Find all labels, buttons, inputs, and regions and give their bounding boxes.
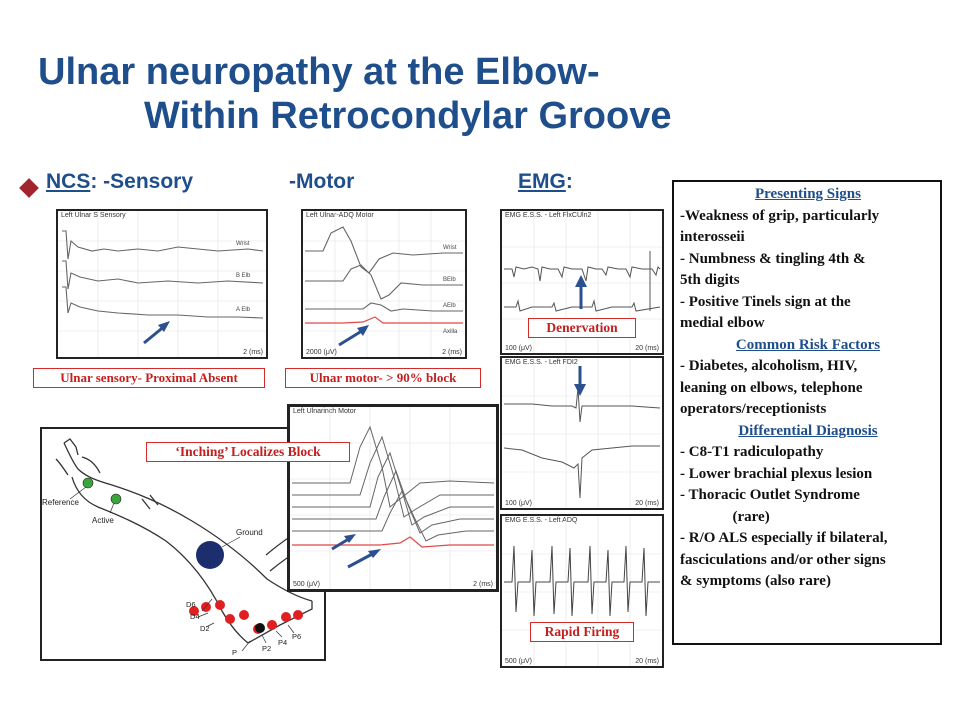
reference-electrode-icon	[82, 477, 94, 489]
list-item: - Thoracic Outlet Syndrome	[680, 487, 860, 503]
inching-callout: ‘Inching’ Localizes Block	[146, 442, 350, 462]
emg1-scale-left: 100 (μV)	[505, 345, 532, 352]
list-item: - C8-T1 radiculopathy	[680, 444, 824, 460]
ncs-header: NCS: -Sensory	[46, 170, 193, 194]
arrow-down-icon	[574, 366, 586, 396]
list-item: leaning on elbows, telephone	[680, 379, 863, 396]
denervation-callout: Denervation	[528, 318, 636, 338]
motor-ncs-panel: Left Ulnar-ADQ Motor Wrist BElb AElb Axi…	[301, 209, 467, 359]
emg1-label: EMG E.S.S. - Left FlxCUln2	[505, 212, 592, 219]
list-item: interosseii	[680, 229, 745, 245]
p2-label: P2	[262, 644, 271, 653]
inching-waveforms	[290, 407, 496, 589]
emg-colon: :	[565, 170, 573, 193]
list-item: (rare)	[680, 508, 770, 525]
reference-label: Reference	[42, 498, 79, 507]
inching-scale-left: 500 (μV)	[293, 581, 320, 588]
emg3-scale-left: 500 (μV)	[505, 658, 532, 665]
d6-label: D6	[186, 600, 196, 609]
sensory-label: : -Sensory	[90, 170, 194, 193]
motor-scale-left: 2000 (μV)	[306, 349, 337, 356]
emg2-scale-right: 20 (ms)	[635, 500, 659, 507]
list-item: - Numbness & tingling 4th &	[680, 250, 866, 267]
inching-panel-label: Left Ulnarinch Motor	[293, 408, 357, 415]
motor-callout: Ulnar motor- > 90% block	[285, 368, 481, 388]
sensory-panel-label: Left Ulnar S Sensory	[61, 212, 126, 219]
trace-label-belb: BElb	[443, 277, 456, 283]
emg-panel-adq: EMG E.S.S. - Left ADQ 500 (μV) 20 (ms)	[500, 514, 664, 668]
list-item: - R/O ALS especially if bilateral,	[680, 530, 888, 546]
ground-label: Ground	[236, 528, 263, 537]
arrow-icon	[338, 325, 369, 347]
rapid-firing-callout: Rapid Firing	[530, 622, 634, 642]
trace-label-aelb: A Elb	[236, 307, 251, 313]
p4-label: P4	[278, 638, 287, 647]
ground-electrode-icon	[196, 541, 224, 569]
presenting-signs-heading: Presenting Signs	[755, 186, 861, 202]
arm-diagram-panel: Reference Active Ground D6 D4 D2 P P2 P4…	[40, 427, 326, 661]
arrow-up-icon	[575, 275, 587, 309]
sensory-scale: 2 (ms)	[243, 349, 263, 356]
p6-label: P6	[292, 632, 301, 641]
inching-panel: Left Ulnarinch Motor 500 (μV) 2 (ms)	[287, 404, 499, 592]
emg3-label: EMG E.S.S. - Left ADQ	[505, 517, 578, 524]
trace-label-wrist: Wrist	[236, 241, 250, 247]
trace-label-axilla: Axilla	[443, 329, 458, 335]
differential-diagnosis-heading: Differential Diagnosis	[738, 422, 878, 439]
sensory-callout: Ulnar sensory- Proximal Absent	[33, 368, 265, 388]
list-item: & symptoms (also rare)	[680, 573, 831, 589]
list-item: operators/receptionists	[680, 401, 827, 417]
trace-label-aelb: AElb	[443, 303, 456, 309]
trace-label-belb: B Elb	[236, 273, 251, 279]
title-line-1: Ulnar neuropathy at the Elbow-	[38, 51, 600, 93]
emg-label: EMG	[518, 170, 566, 193]
list-item: medial elbow	[680, 315, 765, 331]
motor-waveforms: Wrist BElb AElb Axilla	[303, 211, 465, 357]
slide-title: Ulnar neuropathy at the Elbow- Within Re…	[38, 50, 838, 138]
emg2-scale-left: 100 (μV)	[505, 500, 532, 507]
emg-header: EMG:	[518, 170, 573, 194]
motor-panel-label: Left Ulnar-ADQ Motor	[306, 212, 374, 219]
clinical-summary-box: Presenting Signs -Weakness of grip, part…	[672, 180, 942, 645]
list-item: - Positive Tinels sign at the	[680, 293, 851, 310]
ncs-label: NCS	[46, 170, 91, 193]
emg-panel-fdi: EMG E.S.S. - Left FDI2 100 (μV) 20 (ms)	[500, 356, 664, 510]
motor-scale-right: 2 (ms)	[442, 349, 462, 356]
list-item: -Weakness of grip, particularly	[680, 207, 880, 224]
title-line-2: Within Retrocondylar Groove	[144, 95, 672, 137]
motor-header: -Motor	[289, 170, 355, 193]
d4-label: D4	[190, 612, 200, 621]
active-label: Active	[92, 516, 114, 525]
emg2-label: EMG E.S.S. - Left FDI2	[505, 359, 578, 366]
list-item: 5th digits	[680, 272, 740, 288]
emg3-trace	[502, 516, 662, 666]
sensory-ncs-panel: Left Ulnar S Sensory Wrist B Elb A Elb 2…	[56, 209, 268, 359]
risk-factors-heading: Common Risk Factors	[735, 336, 881, 353]
arrow-icon	[331, 534, 381, 569]
arrow-icon	[143, 321, 170, 345]
d2-label: D2	[200, 624, 210, 633]
inching-scale-right: 2 (ms)	[473, 581, 493, 588]
emg2-trace	[502, 358, 662, 508]
trace-label-wrist: Wrist	[443, 245, 457, 251]
p-label: P	[232, 648, 237, 657]
arm-diagram: Reference Active Ground D6 D4 D2 P P2 P4…	[42, 438, 313, 657]
active-electrode-icon	[110, 493, 122, 505]
sensory-waveforms: Wrist B Elb A Elb	[58, 211, 266, 357]
list-item: - Diabetes, alcoholism, HIV,	[680, 358, 858, 374]
list-item: fasciculations and/or other signs	[680, 551, 886, 568]
emg3-scale-right: 20 (ms)	[635, 658, 659, 665]
diamond-bullet-icon	[19, 178, 39, 198]
list-item: - Lower brachial plexus lesion	[680, 465, 873, 482]
emg1-scale-right: 20 (ms)	[635, 345, 659, 352]
p-point	[255, 623, 265, 633]
